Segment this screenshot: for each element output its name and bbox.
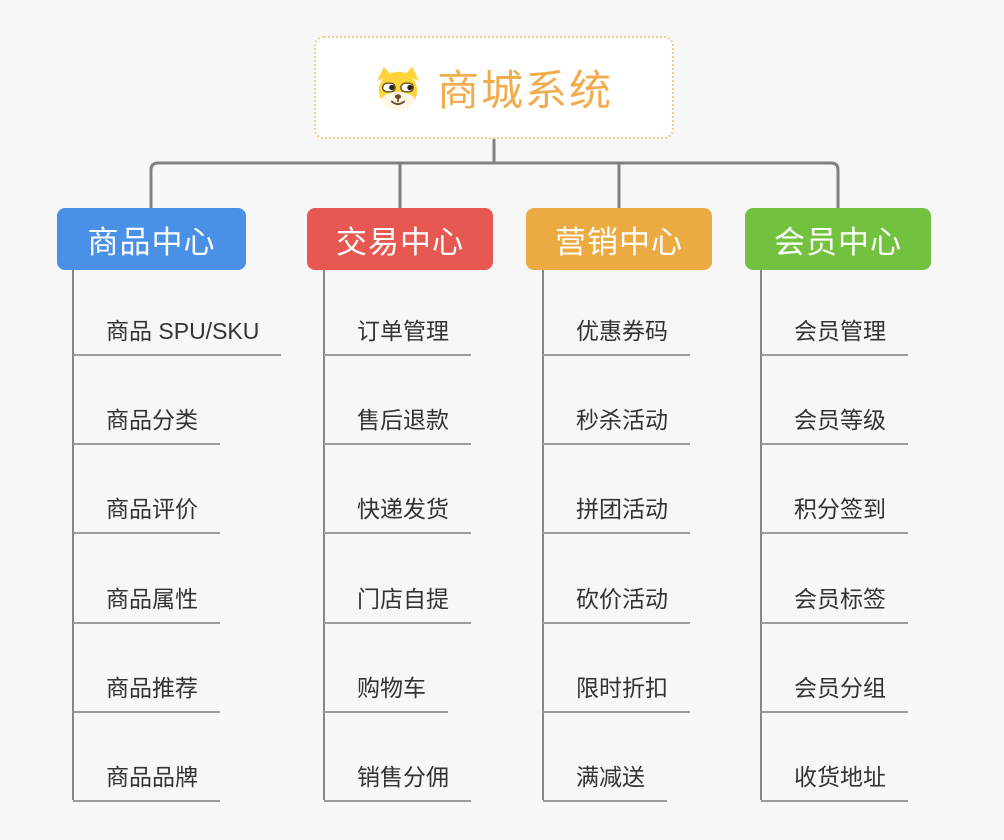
leaf-topic[interactable]: 商品分类	[73, 403, 220, 445]
leaf-topic[interactable]: 订单管理	[324, 314, 471, 356]
leaf-topic[interactable]: 砍价活动	[543, 582, 690, 624]
leaf-topic[interactable]: 商品 SPU/SKU	[73, 314, 282, 356]
leaf-topic[interactable]: 商品属性	[73, 582, 220, 624]
leaf-topic[interactable]: 门店自提	[324, 582, 471, 624]
branch-header-trade-center[interactable]: 交易中心	[307, 208, 493, 270]
root-topic-label: 商城系统	[436, 67, 613, 114]
leaf-topic[interactable]: 商品推荐	[73, 671, 220, 713]
leaf-topic[interactable]: 商品品牌	[73, 760, 220, 802]
branch-header-member-center[interactable]: 会员中心	[745, 208, 931, 270]
leaf-topic[interactable]: 商品评价	[73, 492, 220, 534]
leaf-topic[interactable]: 拼团活动	[543, 492, 690, 534]
branch-header-label: 会员中心	[774, 224, 902, 260]
branch-header-label: 商品中心	[87, 224, 216, 260]
dog-face-icon	[375, 65, 421, 111]
branch-header-product-center[interactable]: 商品中心	[57, 208, 246, 270]
leaf-topic[interactable]: 会员标签	[761, 582, 908, 624]
leaf-topic[interactable]: 满减送	[543, 760, 667, 802]
leaf-topic[interactable]: 秒杀活动	[543, 403, 690, 445]
leaf-topic[interactable]: 售后退款	[324, 403, 471, 445]
branch-header-label: 营销中心	[555, 224, 683, 260]
branch-header-label: 交易中心	[336, 224, 464, 260]
leaf-topic[interactable]: 优惠券码	[543, 314, 690, 356]
branch-header-marketing-center[interactable]: 营销中心	[526, 208, 712, 270]
leaf-topic[interactable]: 销售分佣	[324, 760, 471, 802]
leaf-topic[interactable]: 会员管理	[761, 314, 908, 356]
bus-lines	[149, 138, 840, 208]
leaf-topic[interactable]: 购物车	[324, 671, 448, 713]
leaf-topic[interactable]: 会员等级	[761, 403, 908, 445]
root-topic[interactable]: 商城系统	[314, 36, 674, 139]
leaf-topic[interactable]: 限时折扣	[543, 671, 690, 713]
leaf-topic[interactable]: 会员分组	[761, 671, 908, 713]
leaf-topic[interactable]: 快递发货	[324, 492, 471, 534]
leaf-topic[interactable]: 积分签到	[761, 492, 908, 534]
leaf-topic[interactable]: 收货地址	[761, 760, 908, 802]
